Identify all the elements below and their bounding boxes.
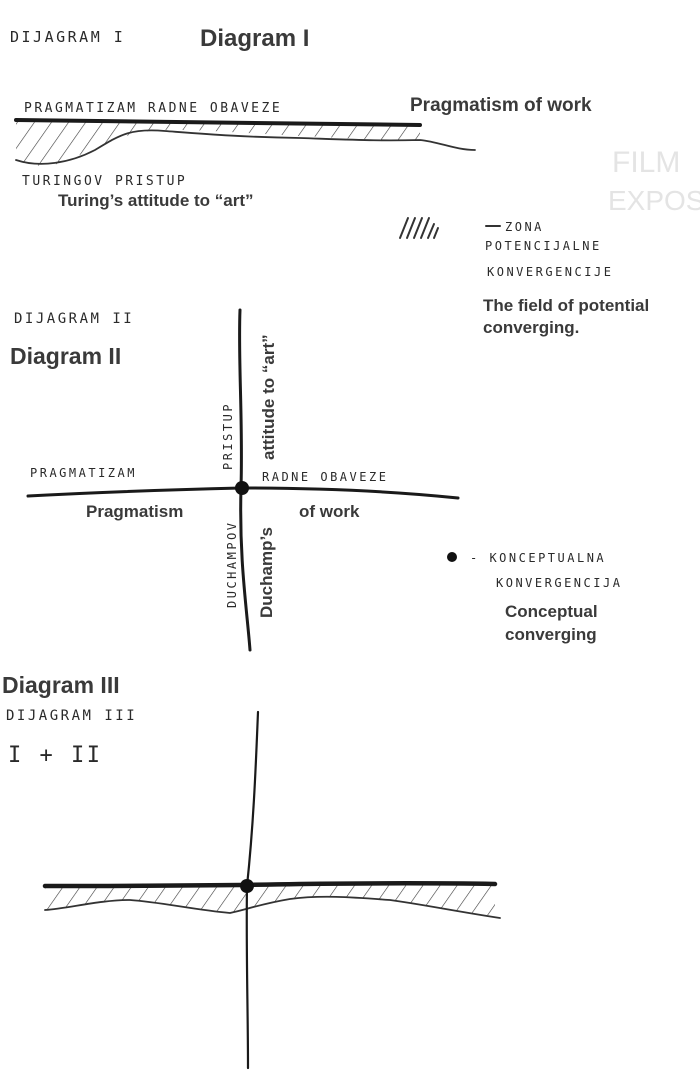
diagram-3-turing-line	[44, 895, 501, 919]
diagram-1-hw-turing: TURINGOV PRISTUP	[22, 174, 187, 189]
diagram-1-turing-line	[15, 129, 476, 165]
diagram-3-handwritten-formula: I + II	[8, 743, 102, 768]
diagram-2-hw-up: PRISTUP	[221, 402, 235, 470]
diagram-1-handwritten-title: DIJAGRAM I	[10, 28, 125, 46]
legend-zone-hw-3: KONVERGENCIJE	[487, 265, 613, 279]
ghost-line-1: FILM	[612, 146, 680, 179]
legend-point-hw-1: - KONCEPTUALNA	[470, 551, 606, 565]
ghost-bleed-through: FILM EXPOSE	[608, 146, 700, 216]
diagram-1-title: Diagram I	[200, 25, 309, 52]
diagram-2: DIJAGRAM II Diagram II PRAGMATIZAM RADNE…	[10, 308, 460, 652]
legend-point: - KONCEPTUALNA KONVERGENCIJA Conceptual …	[447, 551, 622, 644]
diagram-2-convergence-point	[235, 481, 249, 495]
diagram-1-pragmatism-line	[14, 118, 422, 127]
diagram-1-label-turing: Turing’s attitude to “art”	[58, 191, 254, 210]
legend-hatch-icon	[399, 217, 501, 239]
legend-point-hw-2: KONVERGENCIJA	[496, 576, 622, 590]
diagram-2-title: Diagram II	[10, 343, 121, 369]
diagram-1-hw-pragmatism: PRAGMATIZAM RADNE OBAVEZE	[24, 101, 282, 116]
diagram-3-convergence-point	[240, 879, 254, 893]
legend-point-label-1: Conceptual	[505, 602, 598, 621]
diagram-2-hw-down: DUCHAMPOV	[225, 520, 239, 608]
diagram-1-label-pragmatism: Pragmatism of work	[410, 95, 592, 116]
diagram-3-handwritten-title: DIJAGRAM III	[6, 708, 137, 724]
legend-zone-label-1: The field of potential	[483, 296, 649, 315]
diagram-2-vertical-axis	[238, 308, 252, 652]
legend-zone-hw-2: POTENCIJALNE	[485, 239, 602, 253]
legend-point-label-2: converging	[505, 625, 597, 644]
diagram-1: DIJAGRAM I Diagram I PRAGMATIZAM RADNE O…	[10, 25, 592, 210]
legend-zone-label-2: converging.	[483, 318, 579, 337]
diagram-2-label-left: Pragmatism	[86, 502, 183, 521]
legend-point-dot-icon	[447, 552, 457, 562]
ghost-line-2: EXPOSE	[608, 185, 700, 216]
diagram-3-title: Diagram III	[2, 672, 120, 698]
legend-zone: ZONA POTENCIJALNE KONVERGENCIJE The fiel…	[399, 217, 649, 337]
diagram-2-label-right: of work	[299, 502, 360, 521]
legend-zone-hw-1: ZONA	[505, 220, 544, 234]
diagram-2-handwritten-title: DIJAGRAM II	[14, 311, 134, 327]
diagram-3: Diagram III DIJAGRAM III I + II	[2, 672, 501, 1070]
diagram-2-hw-right: RADNE OBAVEZE	[262, 470, 388, 484]
diagram-2-hw-left: PRAGMATIZAM	[30, 466, 137, 480]
diagram-2-label-down: Duchamp’s	[257, 527, 276, 618]
diagram-2-label-up: attitude to “art”	[259, 334, 278, 460]
diagram-3-horizontal-axis	[42, 881, 498, 889]
